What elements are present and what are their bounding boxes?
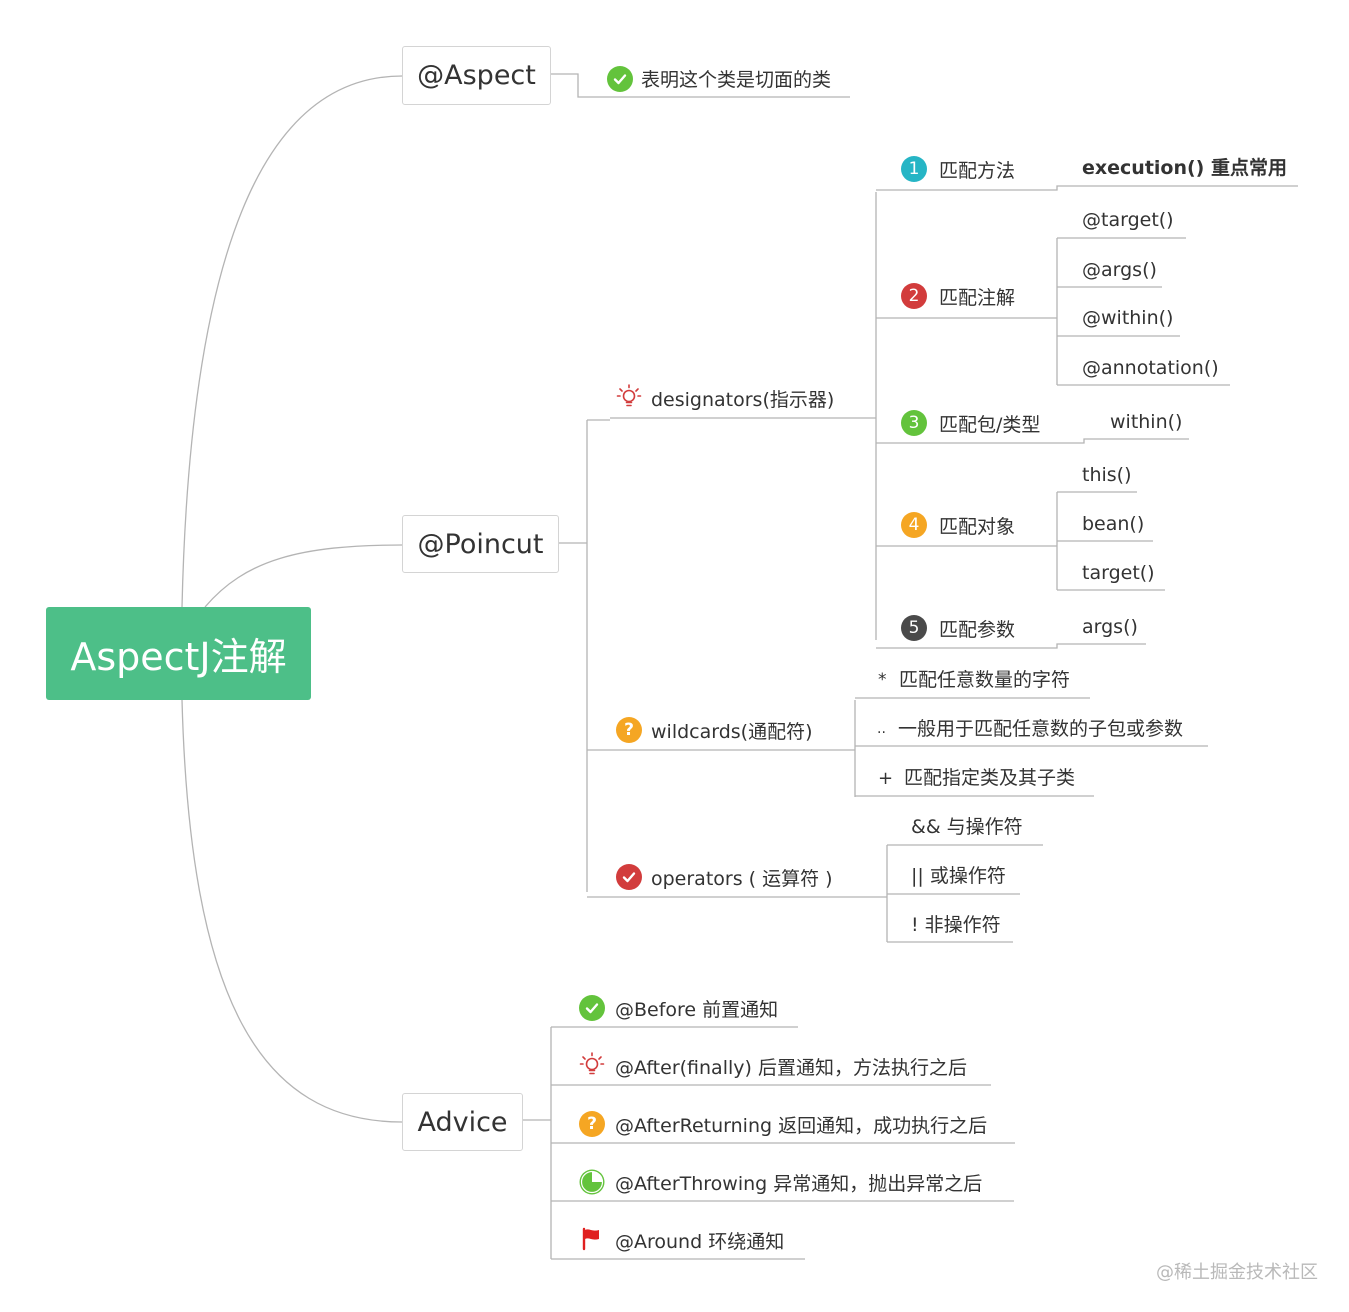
question-icon: ?: [579, 1111, 605, 1137]
check-icon: [607, 66, 633, 92]
aspect-topic[interactable]: @Aspect: [402, 46, 551, 105]
args-annotation-item[interactable]: @args(): [1082, 259, 1157, 281]
number-5-icon: 5: [901, 615, 927, 641]
target-annotation-item[interactable]: @target(): [1082, 209, 1174, 231]
advice-after-throwing-item[interactable]: @AfterThrowing 异常通知，抛出异常之后: [615, 1173, 983, 1195]
annotation-item[interactable]: @annotation(): [1082, 357, 1219, 379]
args-item[interactable]: args(): [1082, 616, 1138, 638]
wildcard-symbol: +: [878, 768, 894, 789]
bean-item[interactable]: bean(): [1082, 513, 1145, 535]
number-4-icon: 4: [901, 512, 927, 538]
wildcard-dotdot-item[interactable]: 一般用于匹配任意数的子包或参数: [898, 718, 1184, 740]
target-item[interactable]: target(): [1082, 562, 1155, 584]
bulb-icon: [616, 383, 642, 411]
flag-icon: [579, 1226, 605, 1252]
wildcard-symbol: ..: [877, 721, 886, 737]
number-3-icon: 3: [901, 410, 927, 436]
pie-progress-icon: [579, 1169, 605, 1195]
number-1-icon: 1: [901, 156, 927, 182]
advice-before-item[interactable]: @Before 前置通知: [615, 999, 779, 1021]
group-match-method[interactable]: 匹配方法: [939, 160, 1016, 182]
number-2-icon: 2: [901, 283, 927, 309]
group-match-package-type[interactable]: 匹配包/类型: [939, 414, 1041, 436]
within-annotation-item[interactable]: @within(): [1082, 307, 1174, 329]
aspect-note: 表明这个类是切面的类: [641, 69, 832, 91]
bulb-icon: [579, 1051, 605, 1079]
wildcard-plus-item[interactable]: 匹配指定类及其子类: [904, 767, 1076, 789]
advice-after-returning-item[interactable]: @AfterReturning 返回通知，成功执行之后: [615, 1115, 988, 1137]
advice-after-item[interactable]: @After(finally) 后置通知，方法执行之后: [615, 1057, 967, 1079]
check-icon: [579, 995, 605, 1021]
within-item[interactable]: within(): [1110, 411, 1183, 433]
group-match-args[interactable]: 匹配参数: [939, 619, 1016, 641]
group-match-annotation[interactable]: 匹配注解: [939, 287, 1016, 309]
wildcard-symbol: *: [878, 670, 887, 690]
operator-or-item[interactable]: || 或操作符: [911, 865, 1006, 887]
wildcard-star-item[interactable]: 匹配任意数量的字符: [899, 669, 1071, 691]
root-topic[interactable]: AspectJ注解: [46, 607, 311, 700]
pointcut-topic[interactable]: @Poincut: [402, 515, 559, 573]
designators-label[interactable]: designators(指示器): [651, 389, 835, 411]
watermark: @稀土掘金技术社区: [1156, 1262, 1318, 1283]
wildcards-label[interactable]: wildcards(通配符): [651, 721, 813, 743]
group-match-object[interactable]: 匹配对象: [939, 516, 1016, 538]
operator-and-item[interactable]: && 与操作符: [911, 816, 1023, 838]
execution-item[interactable]: execution() 重点常用: [1082, 157, 1287, 179]
advice-around-item[interactable]: @Around 环绕通知: [615, 1231, 785, 1253]
advice-topic[interactable]: Advice: [402, 1093, 523, 1151]
this-item[interactable]: this(): [1082, 464, 1132, 486]
check-circle-icon: [616, 864, 642, 890]
question-icon: ?: [616, 717, 642, 743]
operators-label[interactable]: operators ( 运算符 ): [651, 868, 833, 890]
operator-not-item[interactable]: ! 非操作符: [911, 914, 1001, 936]
